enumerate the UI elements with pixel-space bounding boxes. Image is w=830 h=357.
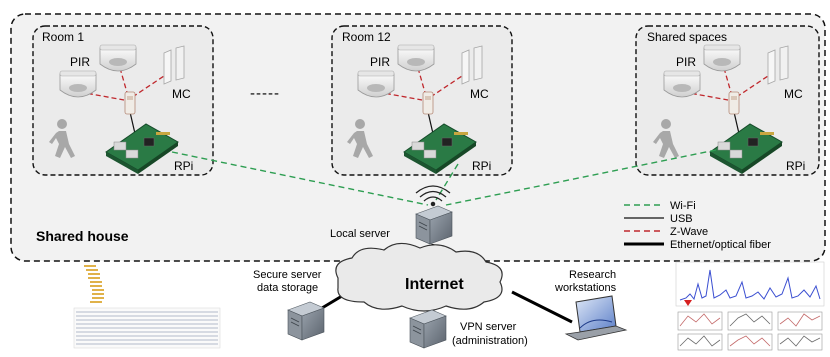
zwave-stick-icon bbox=[728, 91, 740, 115]
wifi-icon bbox=[415, 185, 451, 207]
laptop-icon bbox=[564, 295, 628, 341]
vpn-server-icon bbox=[409, 309, 447, 349]
secure-server-label: data storage bbox=[257, 282, 318, 294]
mc-label: MC bbox=[784, 87, 803, 101]
internet-cloud-icon bbox=[335, 242, 503, 312]
analysis-plots-thumbnail bbox=[675, 261, 825, 351]
wifi-links bbox=[171, 149, 717, 206]
vpn-server-label: (administration) bbox=[452, 335, 528, 347]
rpi-label: RPi bbox=[472, 159, 491, 173]
secure-server-icon bbox=[287, 301, 325, 341]
zwave-stick-icon bbox=[124, 91, 136, 115]
internet-label: Internet bbox=[405, 276, 464, 293]
zwave-stick-icon bbox=[422, 91, 434, 115]
secure-server-label: Secure server bbox=[253, 269, 322, 281]
mc-label: MC bbox=[470, 87, 489, 101]
research-label: Research bbox=[569, 269, 616, 281]
pir-label: PIR bbox=[676, 55, 696, 69]
pir-sensor-icon bbox=[99, 44, 137, 72]
pir-sensor-icon bbox=[663, 70, 701, 98]
local-server-label: Local server bbox=[330, 228, 390, 240]
legend-label: USB bbox=[670, 213, 693, 225]
vpn-server-label: VPN server bbox=[460, 321, 517, 333]
rpi-label: RPi bbox=[174, 159, 193, 173]
shared-house-label: Shared house bbox=[36, 228, 129, 244]
research-label: workstations bbox=[554, 282, 617, 294]
room-title: Room 12 bbox=[342, 30, 391, 44]
rpi-label: RPi bbox=[786, 159, 805, 173]
rooms-ellipsis: ----- bbox=[250, 85, 280, 102]
legend-label: Wi-Fi bbox=[670, 200, 696, 212]
data-files-thumbnail bbox=[72, 262, 222, 350]
legend: Wi-Fi USB Z-Wave Ethernet/optical fiber bbox=[624, 200, 771, 251]
pir-sensor-icon bbox=[59, 70, 97, 98]
room-title: Shared spaces bbox=[647, 30, 727, 44]
pir-label: PIR bbox=[370, 55, 390, 69]
room-title: Room 1 bbox=[42, 30, 84, 44]
pir-sensor-icon bbox=[397, 44, 435, 72]
mc-label: MC bbox=[172, 87, 191, 101]
legend-label: Ethernet/optical fiber bbox=[670, 239, 771, 251]
pir-label: PIR bbox=[70, 55, 90, 69]
pir-sensor-icon bbox=[703, 44, 741, 72]
legend-label: Z-Wave bbox=[670, 226, 708, 238]
pir-sensor-icon bbox=[357, 70, 395, 98]
